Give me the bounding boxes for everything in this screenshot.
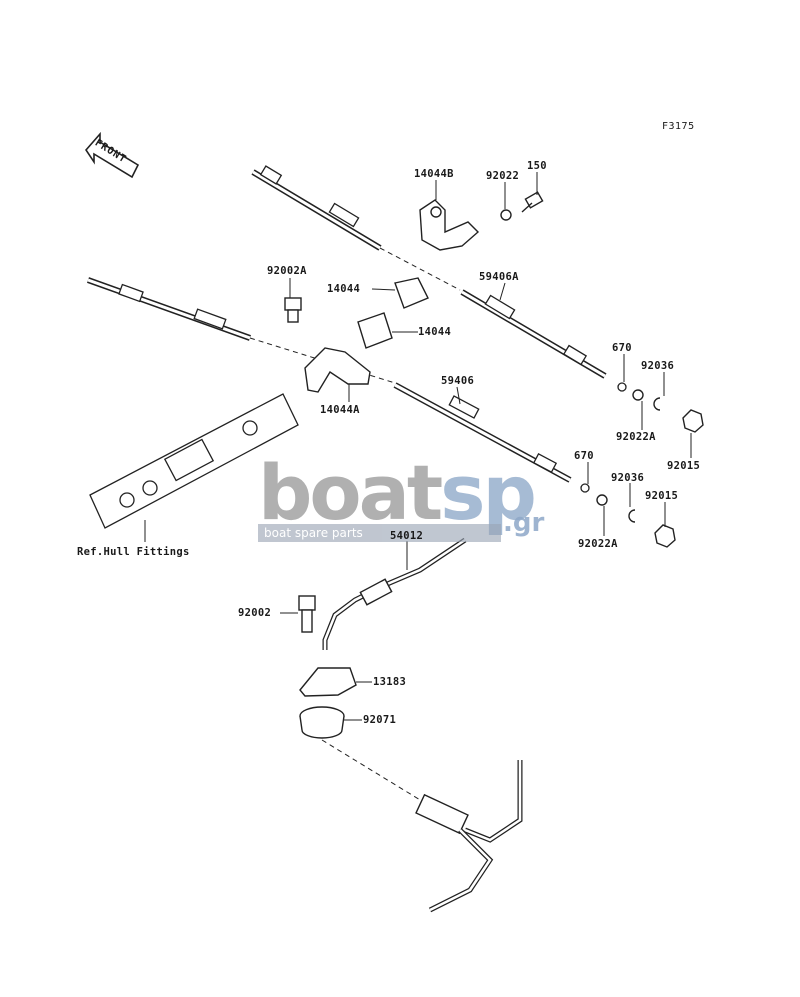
- part-label-92036-upper: 92036: [641, 360, 675, 372]
- part-label-92015-lower: 92015: [645, 490, 679, 502]
- watermark-logo-accent: sp: [440, 448, 537, 537]
- part-label-92022: 92022: [486, 170, 520, 182]
- plate-13183: [299, 667, 357, 697]
- watermark-logo: boatsp: [258, 455, 537, 531]
- figure-id: F3175: [662, 121, 695, 132]
- washer-92022a-upper-icon: [632, 389, 644, 401]
- part-label-59406a: 59406A: [479, 271, 519, 283]
- bracket-14044b: [419, 199, 480, 251]
- watermark-suffix: .gr: [503, 508, 545, 538]
- nut-92015-lower-icon: [654, 524, 676, 548]
- throttle-cable-54012: [322, 537, 467, 650]
- leader-lines: [144, 172, 692, 721]
- part-label-14044-upper: 14044: [327, 283, 361, 295]
- o-ring-670-lower-icon: [580, 483, 590, 493]
- washer-92022a-lower-icon: [596, 494, 608, 506]
- part-label-14044-lower: 14044: [418, 326, 452, 338]
- part-label-54012: 54012: [390, 530, 424, 542]
- part-label-92022a-upper: 92022A: [616, 431, 656, 443]
- clip-92036-lower-icon: [628, 509, 636, 523]
- watermark-tagline: boat spare parts: [258, 524, 501, 542]
- part-label-14044a: 14044A: [320, 404, 360, 416]
- part-label-92002a: 92002A: [267, 265, 307, 277]
- part-label-92036-lower: 92036: [611, 472, 645, 484]
- clip-92036-upper-icon: [653, 397, 661, 411]
- part-label-59406: 59406: [441, 375, 475, 387]
- bracket-14044a: [304, 347, 371, 393]
- watermark-logo-main: boat: [258, 448, 443, 537]
- hull-panel: [89, 393, 299, 529]
- bolt-92002a-icon: [284, 297, 302, 323]
- clamp-14044-lower: [357, 312, 393, 349]
- washer-92022-icon: [500, 209, 512, 221]
- grommet-92071-icon: [299, 706, 345, 739]
- cable-59406a: [251, 165, 607, 379]
- part-label-92071: 92071: [363, 714, 397, 726]
- part-label-92022a-lower: 92022A: [578, 538, 618, 550]
- part-label-14044b: 14044B: [414, 168, 454, 180]
- front-arrow-icon: [84, 131, 140, 179]
- part-label-92015-upper: 92015: [667, 460, 701, 472]
- part-label-92002: 92002: [238, 607, 272, 619]
- nut-92015-upper-icon: [682, 409, 704, 433]
- bolt-92002-icon: [298, 595, 316, 633]
- part-label-13183: 13183: [373, 676, 407, 688]
- o-ring-670-upper-icon: [617, 382, 627, 392]
- bolt-150-icon: [521, 191, 544, 213]
- clamp-14044-upper: [394, 277, 429, 309]
- lower-throttle-cable: [321, 739, 523, 913]
- part-label-670-lower: 670: [574, 450, 594, 462]
- part-label-ref-hull-fittings: Ref.Hull Fittings: [77, 546, 190, 558]
- part-label-150: 150: [527, 160, 547, 172]
- part-label-670-upper: 670: [612, 342, 632, 354]
